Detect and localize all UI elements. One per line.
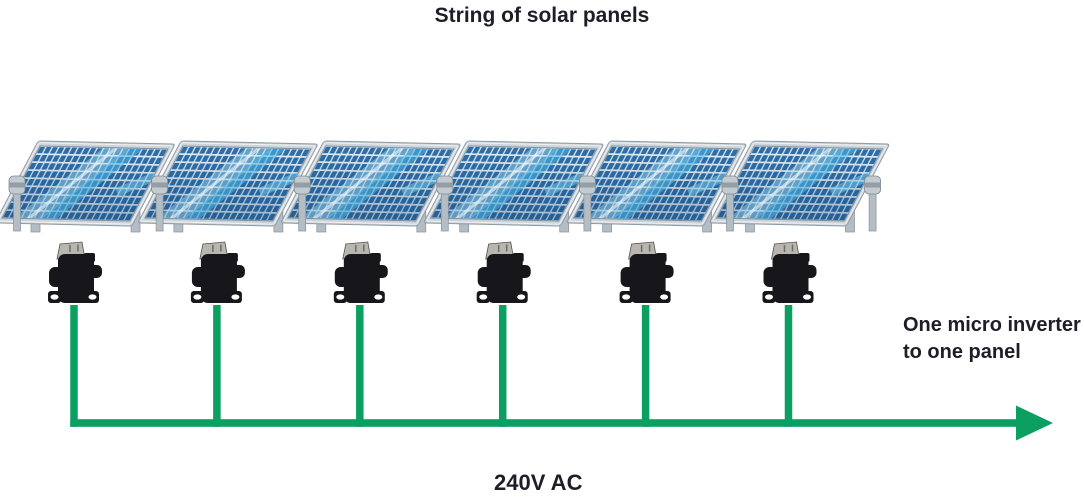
dc-drop-wire xyxy=(641,305,650,427)
micro-inverter xyxy=(47,241,103,304)
micro-inverter xyxy=(761,241,818,304)
dc-drop-wire xyxy=(784,305,793,427)
dc-drop-wires xyxy=(70,305,793,427)
micro-inverter xyxy=(333,241,389,304)
micro-inverter xyxy=(475,241,532,304)
inverter-annotation: One micro inverter to one panel xyxy=(903,312,1081,366)
dc-drop-wire xyxy=(70,305,78,427)
ac-voltage-label: 240V AC xyxy=(494,470,583,495)
micro-inverter xyxy=(190,241,246,304)
ac-arrowhead-icon xyxy=(1016,405,1053,441)
diagram-title: String of solar panels xyxy=(434,4,650,27)
ac-bus-wire xyxy=(70,419,1018,427)
dc-drop-wire xyxy=(498,305,507,427)
micro-inverter-row xyxy=(47,241,818,304)
micro-inverter xyxy=(618,241,675,304)
support-post xyxy=(864,175,882,232)
dc-drop-wire xyxy=(356,305,364,427)
inverter-annotation-line1: One micro inverter xyxy=(903,314,1081,336)
inverter-annotation-line2: to one panel xyxy=(903,341,1021,363)
dc-drop-wire xyxy=(213,305,221,427)
